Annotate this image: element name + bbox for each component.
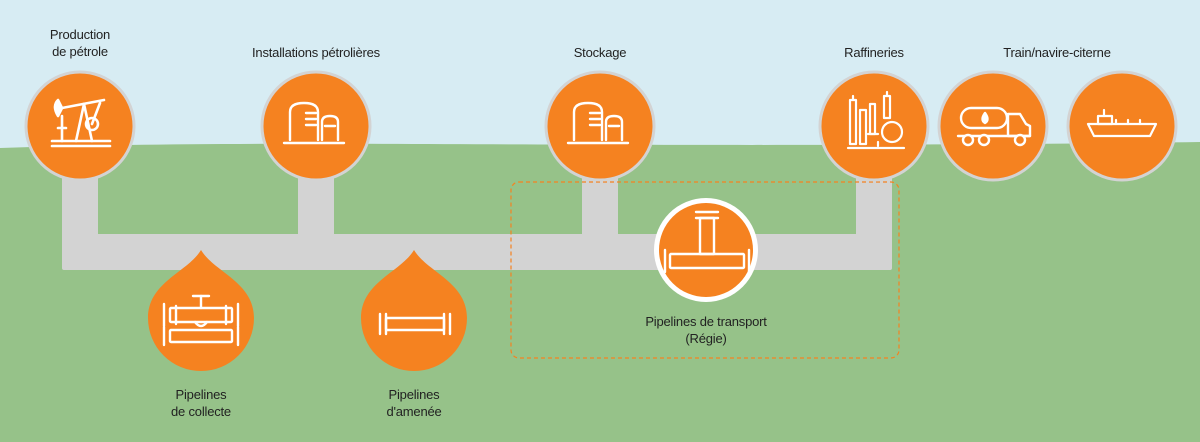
- pipe-tee-icon: [663, 210, 751, 274]
- installations-node: [260, 70, 372, 182]
- transport-label-line1: Pipelines de transport: [645, 314, 767, 329]
- production-node: [24, 70, 136, 182]
- collecte-node: [148, 250, 254, 371]
- amenee-node: [361, 250, 467, 371]
- ship-node: [1066, 70, 1178, 182]
- collecte-label-line2: de collecte: [171, 404, 231, 419]
- tanker-truck-icon: [956, 106, 1032, 147]
- pipe-valve-icon: [162, 294, 240, 347]
- transport-node: [654, 198, 758, 302]
- transport-label-line2: (Régie): [685, 331, 727, 346]
- collecte-label-line1: Pipelines: [175, 387, 227, 402]
- production-label-line1: Production: [49, 27, 111, 42]
- pipe-icon: [378, 312, 452, 336]
- tanker-ship-icon: [1086, 108, 1158, 138]
- train-label: Train/navire-citerne: [982, 44, 1132, 61]
- storage-tanks-icon: [566, 101, 630, 145]
- pumpjack-icon: [50, 98, 112, 148]
- raffineries-label: Raffineries: [819, 44, 929, 61]
- amenee-label: Pipelines d'amenée: [364, 386, 464, 420]
- installations-label-line1: Installations pétrolières: [252, 45, 380, 60]
- production-label-line2: de pétrole: [52, 44, 108, 59]
- refinery-icon: [846, 90, 906, 150]
- amenee-label-line2: d'amenée: [386, 404, 442, 419]
- installations-label: Installations pétrolières: [226, 44, 406, 61]
- stockage-label-line1: Stockage: [573, 45, 627, 60]
- raffineries-node: [818, 70, 930, 182]
- train-label-line1: Train/navire-citerne: [1003, 45, 1111, 60]
- collecte-label: Pipelines de collecte: [151, 386, 251, 420]
- train-node: [937, 70, 1049, 182]
- amenee-label-line1: Pipelines: [388, 387, 440, 402]
- production-label: Production de pétrole: [40, 26, 120, 60]
- transport-region-frame: [510, 181, 900, 359]
- stockage-node: [544, 70, 656, 182]
- transport-label: Pipelines de transport (Régie): [616, 313, 796, 347]
- stockage-label: Stockage: [550, 44, 650, 61]
- raffineries-label-line1: Raffineries: [844, 45, 904, 60]
- storage-tanks-icon: [282, 101, 346, 145]
